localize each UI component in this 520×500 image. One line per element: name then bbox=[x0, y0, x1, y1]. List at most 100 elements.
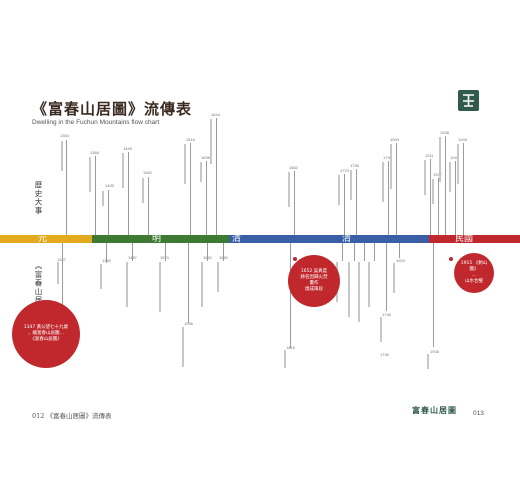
event-dot bbox=[293, 257, 297, 261]
event-line bbox=[354, 243, 355, 261]
event-text bbox=[184, 144, 187, 186]
seal-logo bbox=[458, 90, 479, 111]
event-text bbox=[201, 262, 204, 309]
event-text bbox=[142, 178, 145, 205]
timeline-bar: 元 明 清 清 民國 bbox=[0, 234, 520, 244]
event-line bbox=[128, 152, 129, 235]
year-label: 1937 bbox=[433, 172, 442, 177]
event-line bbox=[148, 177, 149, 235]
year-label: 1347 bbox=[57, 257, 66, 262]
event-line bbox=[132, 243, 133, 261]
seal-icon bbox=[463, 94, 474, 107]
event-text bbox=[427, 354, 430, 371]
event-text bbox=[457, 144, 460, 186]
event-text bbox=[102, 191, 105, 208]
event-text bbox=[284, 350, 287, 370]
year-label: 1745 bbox=[380, 352, 389, 357]
page-title: 《富春山居圖》流傳表 bbox=[32, 100, 193, 118]
event-line bbox=[190, 143, 191, 235]
event-text bbox=[159, 262, 162, 314]
event-text bbox=[217, 262, 220, 294]
year-label: 1924 bbox=[396, 258, 405, 263]
event-text bbox=[350, 170, 353, 202]
year-label: 1723 bbox=[340, 168, 349, 173]
year-label: 1796 bbox=[383, 155, 392, 160]
year-label: 1644 bbox=[211, 112, 220, 117]
year-label: 1570 bbox=[160, 255, 169, 260]
event-text bbox=[338, 175, 341, 207]
event-text bbox=[382, 162, 385, 204]
event-circle-1652: 1652 吳真度 將名因歸火焚 畫作 燒成兩段 bbox=[288, 255, 340, 307]
year-label: 1949 bbox=[458, 137, 467, 142]
event-text bbox=[358, 262, 361, 324]
event-text bbox=[126, 262, 129, 309]
event-line bbox=[188, 243, 189, 323]
event-line bbox=[386, 243, 387, 311]
event-text bbox=[200, 162, 203, 184]
year-label: 1945 bbox=[450, 155, 459, 160]
event-text bbox=[348, 262, 351, 319]
event-line bbox=[66, 140, 67, 235]
event-line bbox=[206, 161, 207, 235]
year-label: 1368 bbox=[90, 150, 99, 155]
year-label: 1449 bbox=[123, 146, 132, 151]
event-line bbox=[344, 174, 345, 235]
year-label: 1746 bbox=[382, 312, 391, 317]
event-text bbox=[439, 137, 442, 184]
event-circle-1347: 1347 黃公望七十九歲 ，繪富春山居圖… 《富春山居圖》 bbox=[12, 300, 80, 368]
event-line bbox=[364, 243, 365, 261]
era-label-yuan: 元 bbox=[38, 234, 48, 244]
footer-page-right: 013 bbox=[473, 410, 484, 417]
year-label: 1736 bbox=[350, 163, 359, 168]
row-label-history: 歷史大事 bbox=[34, 181, 43, 215]
event-text bbox=[449, 162, 452, 194]
event-line bbox=[106, 243, 107, 263]
era-label-ming: 明 bbox=[152, 234, 162, 244]
year-label: 1938 bbox=[440, 130, 449, 135]
event-line bbox=[95, 156, 96, 235]
event-line bbox=[165, 243, 166, 261]
event-line bbox=[463, 143, 464, 235]
event-text bbox=[210, 119, 213, 166]
footer-logo-text: 富春山居圖 bbox=[412, 405, 457, 415]
year-label: 1662 bbox=[289, 165, 298, 170]
event-line bbox=[399, 243, 400, 258]
event-text bbox=[288, 172, 291, 209]
event-line bbox=[445, 136, 446, 235]
event-text bbox=[380, 317, 383, 344]
event-line bbox=[396, 143, 397, 235]
event-line bbox=[207, 243, 208, 261]
year-label: 1938 bbox=[430, 349, 439, 354]
era-label-qing-1: 清 bbox=[232, 234, 242, 244]
event-line bbox=[433, 243, 434, 347]
event-text bbox=[432, 179, 435, 206]
event-line bbox=[438, 178, 439, 235]
event-line bbox=[223, 243, 224, 261]
event-text bbox=[393, 263, 396, 295]
year-label: 1582 bbox=[143, 170, 152, 175]
event-line bbox=[388, 161, 389, 235]
event-text bbox=[57, 262, 60, 286]
era-segment-qing bbox=[229, 235, 429, 243]
year-label: 1904 bbox=[390, 137, 399, 142]
event-text bbox=[182, 327, 185, 369]
event-line bbox=[290, 243, 291, 348]
event-text bbox=[368, 262, 371, 309]
event-text bbox=[122, 153, 125, 190]
event-text bbox=[61, 141, 64, 173]
event-line bbox=[294, 171, 295, 235]
event-line bbox=[455, 161, 456, 235]
event-line bbox=[430, 159, 431, 235]
year-label: 1596 bbox=[184, 321, 193, 326]
event-text bbox=[390, 144, 393, 191]
event-line bbox=[216, 118, 217, 235]
event-line bbox=[108, 190, 109, 235]
era-label-qing-2: 清 bbox=[342, 234, 352, 244]
footer-page-left: 012 《富春山居圖》流傳表 bbox=[32, 412, 112, 420]
event-text bbox=[89, 157, 92, 194]
event-line bbox=[62, 243, 63, 313]
page-subtitle: Dwelling in the Fuchun Mountains flow ch… bbox=[32, 119, 160, 126]
year-label: 1911 bbox=[425, 153, 434, 158]
event-line bbox=[342, 243, 343, 261]
era-segment-yuan bbox=[0, 235, 92, 243]
